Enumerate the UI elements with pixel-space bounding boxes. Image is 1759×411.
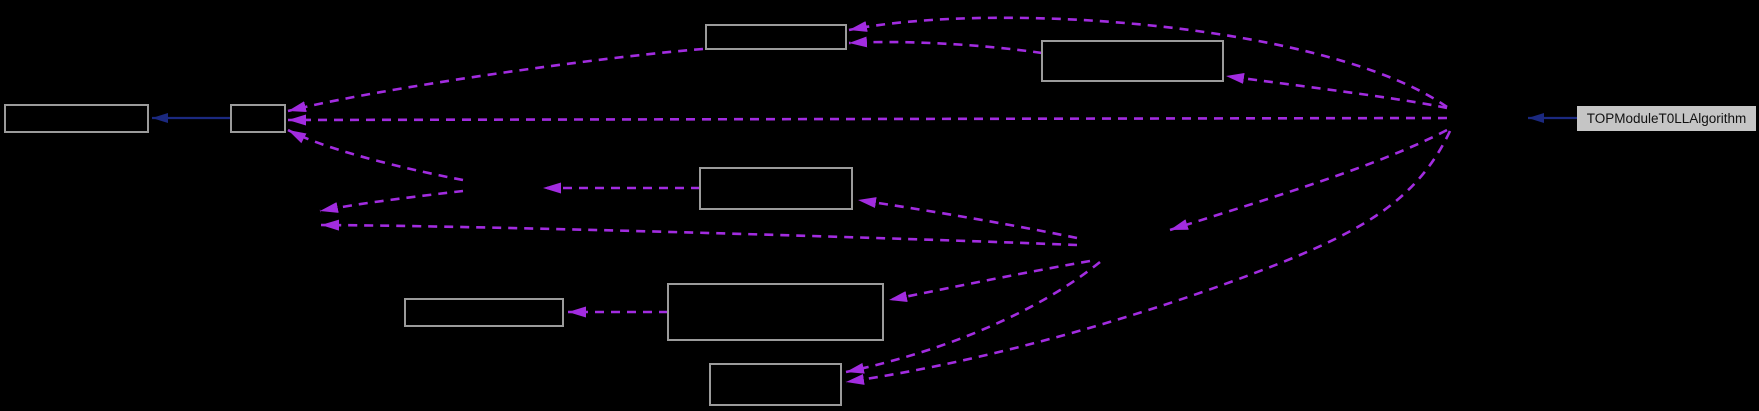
graph-node-bottom[interactable] <box>709 363 842 406</box>
usage-edge-right-to-top <box>848 16 1448 109</box>
usage-edge-topright-to-top <box>848 36 1043 55</box>
graph-node-middle[interactable] <box>699 167 853 210</box>
usage-edge-center-to-middle <box>857 197 1078 240</box>
usage-edge-centerleft-to-left <box>319 189 464 213</box>
graph-node-top[interactable] <box>705 24 847 50</box>
usage-edge-center-to-bottom <box>845 260 1101 374</box>
usage-edge-right-to-topright <box>1225 72 1448 110</box>
graph-node-left-large[interactable] <box>4 104 149 133</box>
usage-edge-center-to-left <box>320 219 1078 247</box>
graph-node-lower-left[interactable] <box>404 298 564 327</box>
usage-edge-right-to-center <box>1169 128 1448 232</box>
usage-edge-right-to-bottom <box>845 130 1452 385</box>
current-node-label: TOPModuleT0LLAlgorithm <box>1586 111 1747 126</box>
usage-edge-center-to-lowerlarge <box>888 259 1091 302</box>
graph-node-left-small[interactable] <box>230 104 286 133</box>
usage-edge-right-to-leftsmall <box>287 114 1448 126</box>
usage-edge-top-to-leftsmall <box>287 47 704 113</box>
graph-node-lower-large[interactable] <box>667 283 884 341</box>
graph-node-top-right[interactable] <box>1041 40 1224 82</box>
usage-edge-centerleft-to-leftsmall <box>287 128 464 182</box>
current-node[interactable]: TOPModuleT0LLAlgorithm <box>1577 106 1756 131</box>
